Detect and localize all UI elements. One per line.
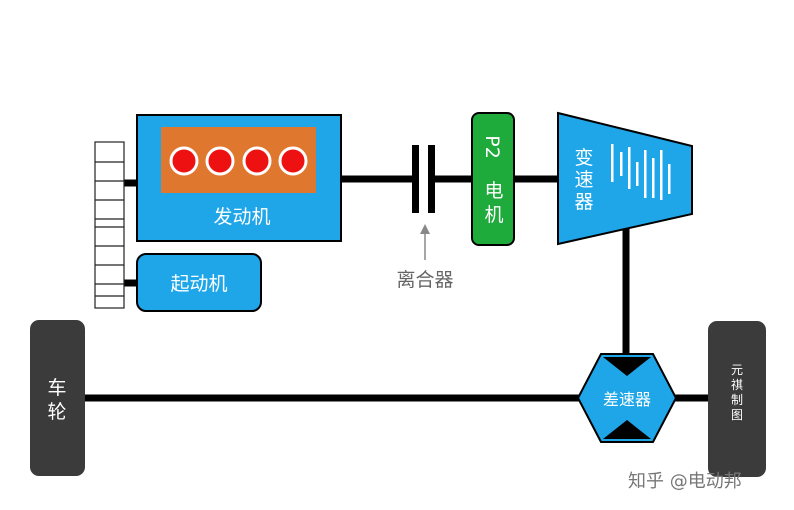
cylinder-2-icon — [205, 146, 235, 176]
transmission-label-2: 速 — [574, 169, 593, 191]
p2-motor: P2 电 机 — [471, 112, 515, 246]
gear-bars-icon — [611, 144, 671, 200]
differential-bottom-triangle-icon — [603, 420, 651, 439]
clutch-plate-right — [428, 145, 435, 213]
right-wheel-label-4: 图 — [731, 408, 743, 422]
watermark: 知乎 @电动邦 — [628, 471, 742, 492]
clutch-plate-left — [412, 145, 419, 213]
clutch-label: 离合器 — [396, 269, 453, 291]
engine-label: 发动机 — [213, 206, 270, 228]
transmission-body — [557, 111, 693, 246]
transmission-label-1: 变 — [574, 147, 593, 169]
clutch-arrowhead-icon — [420, 224, 430, 234]
transmission: 变 速 器 — [557, 111, 693, 246]
shafts — [85, 175, 710, 402]
starter-label: 起动机 — [170, 273, 227, 295]
differential-body — [576, 353, 678, 443]
differential-label: 差速器 — [603, 390, 651, 409]
p2-motor-label: P2 — [481, 135, 503, 159]
right-wheel: 元 祺 制 图 — [708, 321, 766, 477]
starter-box — [136, 253, 262, 312]
starter-motor: 起动机 — [136, 253, 262, 312]
p2-motor-char-1: 电 — [484, 180, 503, 202]
p2-motor-char-2: 机 — [484, 204, 503, 226]
right-wheel-label-1: 元 — [731, 363, 743, 377]
cylinder-3-icon — [242, 146, 272, 176]
cylinder-1-icon — [169, 146, 199, 176]
cylinder-4-icon — [278, 146, 308, 176]
right-wheel-box — [708, 321, 766, 477]
right-wheel-label-3: 制 — [731, 393, 743, 407]
flywheel-gear — [94, 141, 125, 309]
clutch: 离合器 — [396, 145, 454, 291]
right-wheel-label-2: 祺 — [731, 378, 743, 392]
differential-top-triangle-icon — [603, 357, 651, 376]
engine: 发动机 — [136, 114, 342, 242]
transmission-label-3: 器 — [574, 191, 593, 213]
differential: 差速器 — [576, 353, 678, 443]
p2-motor-box — [471, 112, 515, 246]
left-wheel-label-2: 轮 — [47, 401, 66, 423]
left-wheel-box — [30, 320, 85, 476]
left-wheel-label-1: 车 — [47, 377, 66, 399]
left-wheel: 车 轮 — [30, 320, 85, 476]
